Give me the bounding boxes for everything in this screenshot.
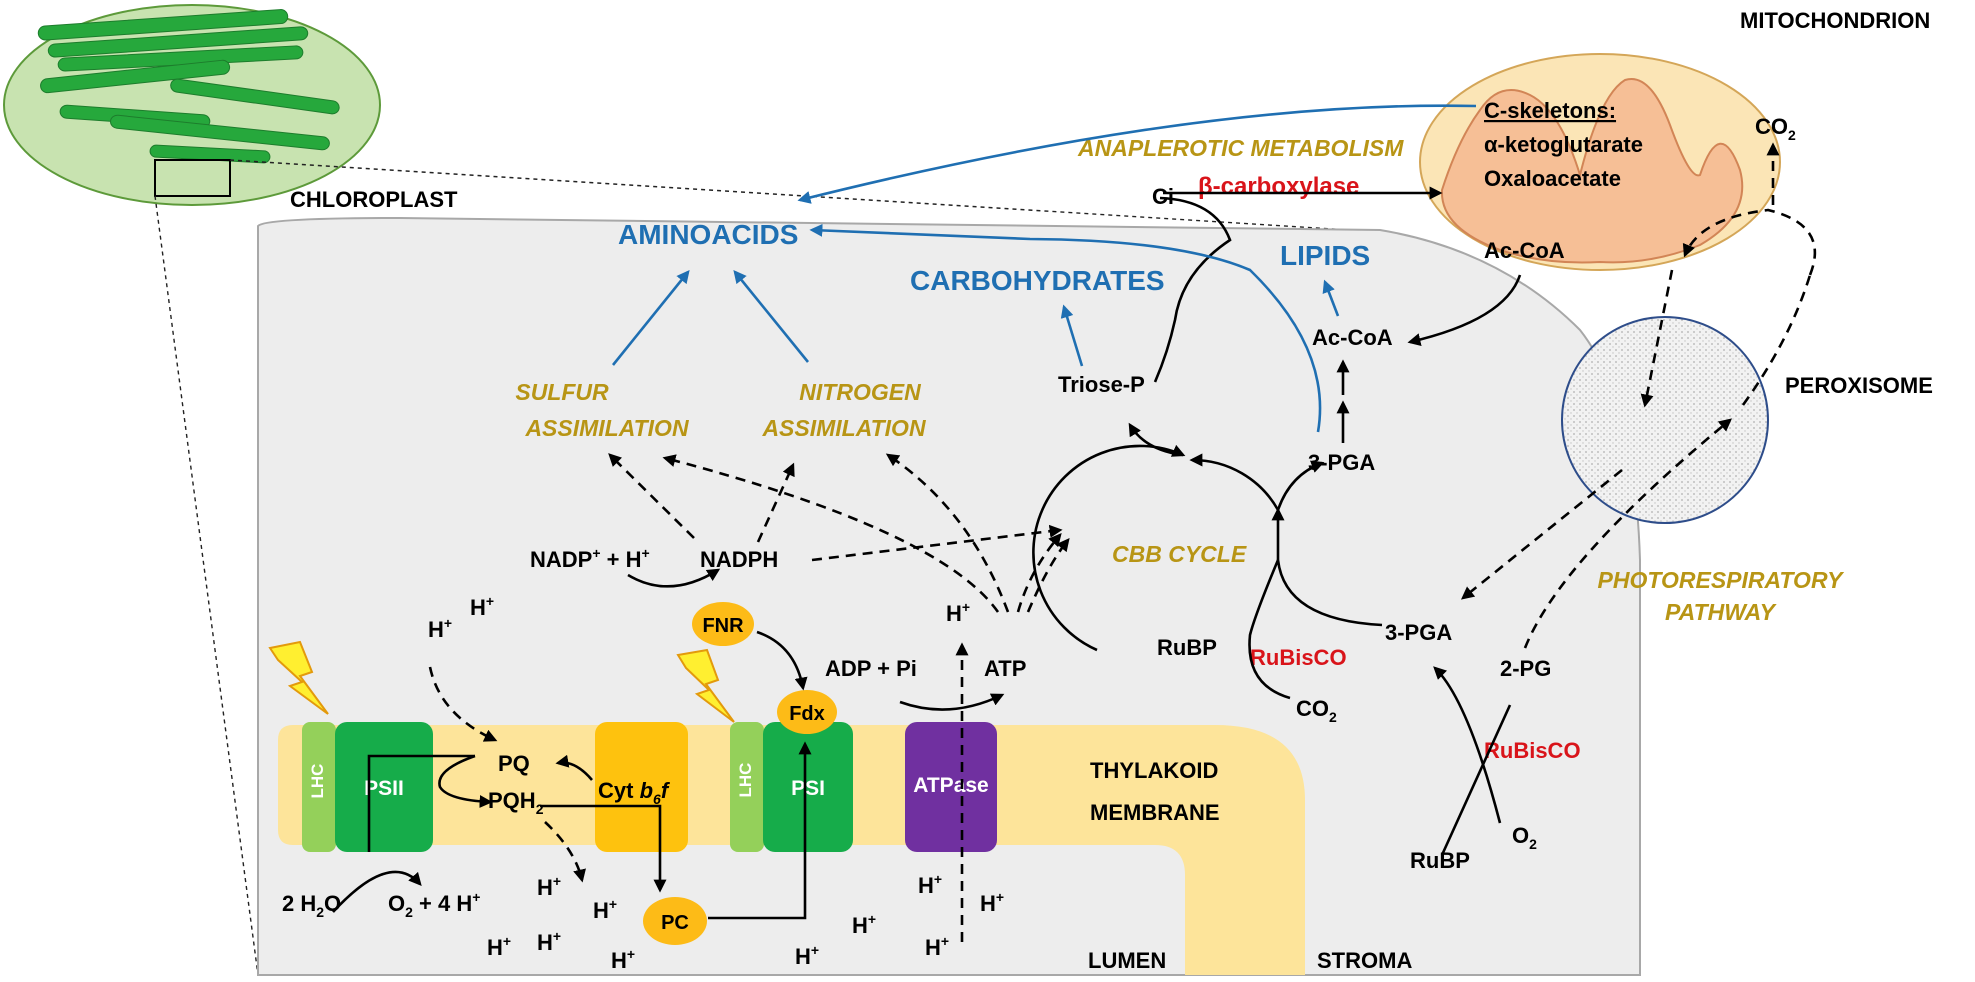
carbohydrates-label: CARBOHYDRATES <box>910 265 1165 296</box>
svg-text:Cyt b6f: Cyt b6f <box>598 778 671 807</box>
thylakoid-label: THYLAKOID <box>1090 758 1218 783</box>
proton-label: H+ <box>795 942 819 969</box>
photorespiratory-label: PHOTORESPIRATORY <box>1598 567 1846 593</box>
chloroplast-thumbnail <box>3 4 381 206</box>
proton-label: H+ <box>925 933 949 960</box>
aminoacids-label: AMINOACIDS <box>618 219 798 250</box>
svg-text:ATPase: ATPase <box>913 774 988 797</box>
proton-label: H+ <box>918 871 942 898</box>
co2-mito-label: CO2 <box>1755 114 1796 143</box>
o2-products-label: O2 + 4 H+ <box>388 889 480 920</box>
co2-label: CO2 <box>1296 696 1337 725</box>
psii-complex: PSII <box>335 722 433 852</box>
proton-label: H+ <box>852 911 876 938</box>
peroxisome-organelle <box>1561 316 1769 524</box>
nadph-label: NADPH <box>700 547 778 572</box>
akg-label: α-ketoglutarate <box>1484 132 1643 157</box>
triose-p-label: Triose-P <box>1058 372 1145 397</box>
svg-text:PC: PC <box>661 912 689 934</box>
pga-label-cbb: 3-PGA <box>1308 450 1375 475</box>
svg-text:LHC: LHC <box>736 763 755 798</box>
svg-text:PSI: PSI <box>791 777 825 800</box>
proton-label: H+ <box>946 599 970 626</box>
peroxisome-label: PEROXISOME <box>1785 373 1933 398</box>
nitrogen-label: NITROGEN <box>799 379 921 405</box>
rubisco-label-photoresp: RuBisCO <box>1484 738 1581 763</box>
solid-arrows <box>332 186 1522 920</box>
pathway-label: PATHWAY <box>1665 599 1778 625</box>
lipids-label: LIPIDS <box>1280 240 1370 271</box>
pc-carrier: PC <box>643 897 707 945</box>
oaa-label: Oxaloacetate <box>1484 166 1621 191</box>
lhc-complex-psii: LHC <box>302 722 336 852</box>
fdx-carrier: Fdx <box>777 690 837 734</box>
nitrogen-assimilation-label: ASSIMILATION <box>761 415 926 441</box>
proton-label: H+ <box>537 928 561 955</box>
atp-label: ATP <box>984 656 1026 681</box>
rubp-label-photoresp: RuBP <box>1410 848 1470 873</box>
acoa-mito-label: Ac-CoA <box>1484 238 1565 263</box>
adp-pi-label: ADP + Pi <box>825 656 917 681</box>
psi-complex: PSI <box>763 722 853 852</box>
proton-label: H+ <box>980 889 1004 916</box>
c-skeletons-label: C-skeletons: <box>1484 98 1616 123</box>
lightning-icon <box>268 640 329 715</box>
svg-text:Fdx: Fdx <box>789 703 825 725</box>
proton-label: H+ <box>593 896 617 923</box>
lightning-icon <box>676 648 735 723</box>
svg-text:PSII: PSII <box>364 777 404 800</box>
pga-label-photoresp: 3-PGA <box>1385 620 1452 645</box>
pq-label: PQ <box>498 751 530 776</box>
proton-label: H+ <box>428 615 452 642</box>
blue-arrows <box>611 104 1477 433</box>
chloroplast-label: CHLOROPLAST <box>290 187 458 212</box>
mitochondrion-label: MITOCHONDRION <box>1740 8 1930 33</box>
lumen-label: LUMEN <box>1088 948 1166 973</box>
dashed-arrows <box>428 142 1817 942</box>
acoa-chloroplast-label: Ac-CoA <box>1312 325 1393 350</box>
mitochondrion <box>1419 53 1781 271</box>
sulfur-assimilation-label: ASSIMILATION <box>524 415 689 441</box>
svg-text:LHC: LHC <box>308 764 327 799</box>
water-label: 2 H2O <box>282 891 341 920</box>
beta-carboxylase-label: β-carboxylase <box>1198 173 1359 200</box>
anaplerotic-label: ANAPLEROTIC METABOLISM <box>1077 135 1404 161</box>
rubisco-label-cbb: RuBisCO <box>1250 645 1347 670</box>
pqh2-label: PQH2 <box>488 788 544 817</box>
protons: H+ H+ H+ H+ H+ H+ H+ H+ H+ H+ H+ H+ H+ <box>428 593 1004 973</box>
svg-text:FNR: FNR <box>702 615 744 637</box>
thylakoid-membrane <box>278 725 1305 975</box>
proton-label: H+ <box>611 946 635 973</box>
zoom-line-left <box>154 195 259 976</box>
ci-label: Ci <box>1152 184 1174 209</box>
lhc-complex-psi: LHC <box>730 722 764 852</box>
membrane-label: MEMBRANE <box>1090 800 1220 825</box>
cbb-cycle-label: CBB CYCLE <box>1112 541 1247 567</box>
cytb6f-complex: Cyt b6f <box>595 722 688 852</box>
fnr-carrier: FNR <box>692 602 754 646</box>
nadp-label: NADP+ + H+ <box>530 545 650 572</box>
stroma-label: STROMA <box>1317 948 1412 973</box>
proton-label: H+ <box>487 933 511 960</box>
rubp-label-cbb: RuBP <box>1157 635 1217 660</box>
sulfur-label: SULFUR <box>515 379 609 405</box>
proton-label: H+ <box>470 593 494 620</box>
o2-label: O2 <box>1512 823 1537 852</box>
pg2-label: 2-PG <box>1500 656 1551 681</box>
proton-label: H+ <box>537 873 561 900</box>
atpase-complex: ATPase <box>905 722 997 852</box>
